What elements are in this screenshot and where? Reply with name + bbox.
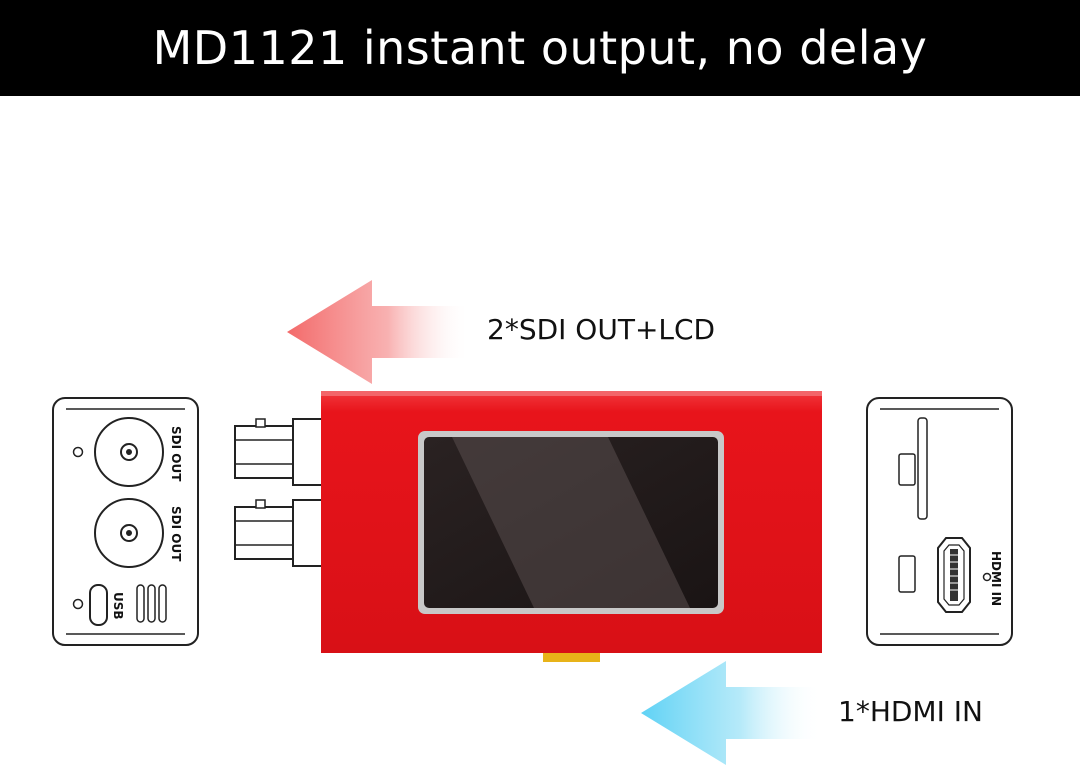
hdmi-in-label: HDMI IN xyxy=(989,551,1003,606)
vent-slots-icon xyxy=(136,584,167,623)
bnc-connector-bottom xyxy=(234,499,323,567)
usb-label: USB xyxy=(111,592,125,620)
sdi-output-label: 2*SDI OUT+LCD xyxy=(487,313,716,346)
page-title: MD1121 instant output, no delay xyxy=(152,21,928,75)
lcd-screen xyxy=(418,431,724,614)
bnc-connector-top xyxy=(234,418,323,486)
button-bottom-icon xyxy=(898,555,916,593)
bnc-port-2-icon xyxy=(94,498,164,568)
left-end-panel: SDI OUT SDI OUT USB xyxy=(52,397,199,646)
right-end-panel: HDMI IN xyxy=(866,397,1013,646)
hdmi-input-label: 1*HDMI IN xyxy=(838,695,983,728)
card-slot-icon xyxy=(917,417,928,520)
bnc-port-1-icon xyxy=(94,417,164,487)
header-banner: MD1121 instant output, no delay xyxy=(0,0,1080,96)
button-top-icon xyxy=(898,453,916,486)
usb-port-icon xyxy=(89,584,108,626)
port-1-label: SDI OUT xyxy=(169,426,183,482)
sdi-output-arrow xyxy=(287,280,470,384)
yellow-tab xyxy=(543,653,600,662)
port-2-label: SDI OUT xyxy=(169,506,183,562)
hdmi-input-arrow xyxy=(641,661,822,765)
hdmi-port-icon xyxy=(937,537,971,613)
